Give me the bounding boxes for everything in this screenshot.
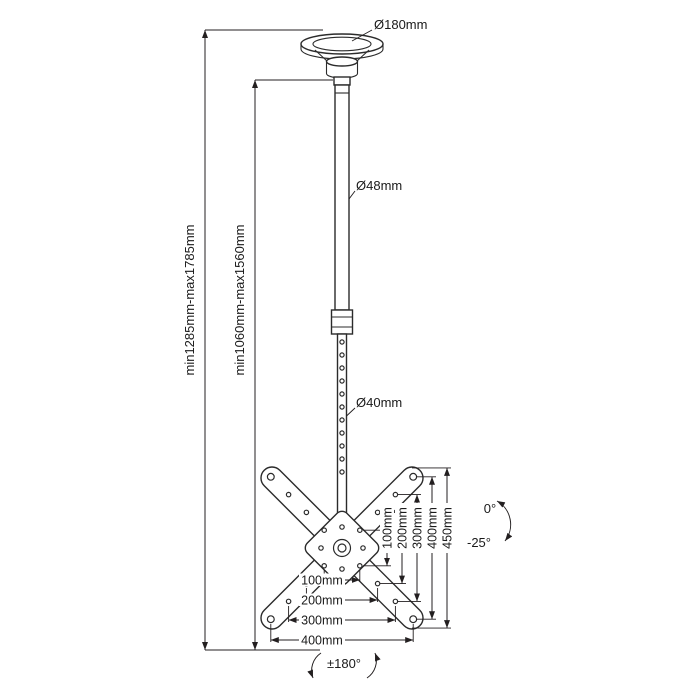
label-lower-pole-diameter: Ø40mm bbox=[356, 395, 402, 410]
swivel-indicator: ±180° bbox=[307, 652, 381, 679]
label-gap bbox=[380, 503, 394, 553]
label-gap bbox=[410, 503, 424, 553]
telescopic-pole bbox=[330, 84, 354, 549]
swivel-arc-right bbox=[366, 652, 381, 679]
dim-label-vesa-h-100: 100mm bbox=[301, 574, 343, 588]
dim-right-vesa-vertical: 100mm 200mm 300mm 400mm 450mm bbox=[363, 467, 455, 629]
coupling-sleeve bbox=[330, 309, 354, 335]
dim-label-vesa-v-200: 200mm bbox=[396, 507, 410, 549]
label-gap bbox=[299, 593, 345, 606]
dim-label-vesa-v-450: 450mm bbox=[441, 507, 455, 549]
label-upper-pole-diameter: Ø48mm bbox=[356, 178, 402, 193]
ceiling-plate bbox=[300, 33, 384, 86]
dim-label-vesa-h-200: 200mm bbox=[301, 594, 343, 608]
label-gap bbox=[299, 573, 345, 586]
swivel-arc-left bbox=[307, 652, 322, 679]
dim-label-overall-height: min1285mm-max1785mm bbox=[182, 225, 197, 376]
upper-pole bbox=[334, 84, 350, 311]
bracket-corner-holes bbox=[266, 472, 418, 624]
dim-label-vesa-v-100: 100mm bbox=[381, 507, 395, 549]
ceiling-plate-hub-sides bbox=[325, 61, 359, 74]
dim-left-heights: min1285mm-max1785mm min1060mm-max1560mm bbox=[182, 29, 333, 651]
label-ceiling-plate-diameter: Ø180mm bbox=[374, 17, 427, 32]
coupling-lines bbox=[331, 316, 353, 328]
label-tilt-0: 0° bbox=[484, 501, 496, 516]
label-gap bbox=[425, 503, 439, 553]
leader-upper-pole-diameter bbox=[348, 190, 356, 200]
tilt-arc-arrow bbox=[496, 500, 513, 542]
dim-label-vesa-v-300: 300mm bbox=[411, 507, 425, 549]
ceiling-plate-hub bbox=[325, 56, 359, 67]
dim-label-vesa-h-300: 300mm bbox=[301, 614, 343, 628]
label-gap bbox=[299, 633, 345, 646]
dim-label-vesa-h-400: 400mm bbox=[301, 634, 343, 648]
label-tilt-minus25: -25° bbox=[467, 535, 491, 550]
tilt-indicator: 0° -25° bbox=[467, 500, 513, 550]
ceiling-plate-collar bbox=[333, 76, 351, 86]
dim-bottom-vesa-horizontal: 100mm 200mm 300mm 400mm bbox=[270, 570, 414, 648]
dim-label-pole-height: min1060mm-max1560mm bbox=[232, 225, 247, 376]
label-gap bbox=[299, 613, 345, 626]
ceiling-plate-inner-ring bbox=[312, 36, 372, 52]
leader-lower-pole-diameter bbox=[346, 407, 356, 417]
label-gap bbox=[395, 503, 409, 553]
ceiling-plate-taper bbox=[314, 49, 370, 62]
bracket-center-holes bbox=[318, 524, 366, 572]
dim-label-vesa-v-400: 400mm bbox=[426, 507, 440, 549]
adjustment-holes bbox=[339, 339, 345, 475]
leader-ceiling-diameter bbox=[351, 29, 373, 42]
label-gap bbox=[440, 503, 454, 553]
label-swivel-180: ±180° bbox=[327, 656, 361, 671]
bracket-arm-holes bbox=[285, 491, 399, 605]
diameter-callouts: Ø180mm Ø48mm Ø40mm bbox=[346, 17, 427, 417]
